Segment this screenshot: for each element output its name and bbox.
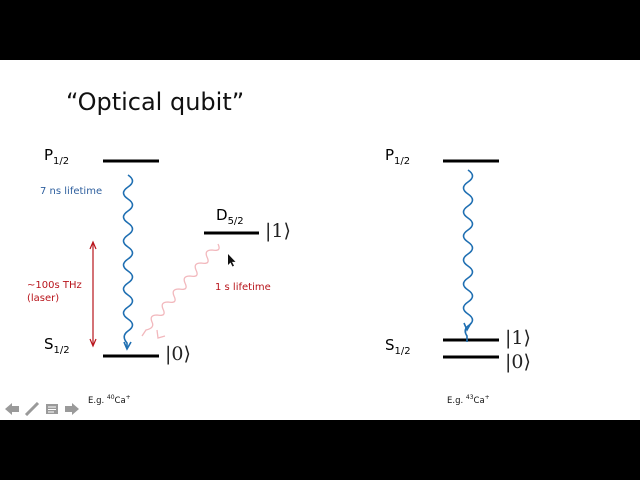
next-slide-icon[interactable] <box>64 402 80 416</box>
p-level-label-right: P1/2 <box>385 146 411 167</box>
s-level-label-right: S1/2 <box>385 336 411 357</box>
decay-wave-faint <box>141 243 220 337</box>
laser-frequency-label: ~100s THz(laser) <box>27 280 82 304</box>
mouse-cursor <box>228 254 236 267</box>
metastable-lifetime-label: 1 s lifetime <box>215 282 271 293</box>
decay-lifetime-label: 7 ns lifetime <box>40 186 103 197</box>
ket-zero-right: |0⟩ <box>505 351 531 373</box>
s-level-label-left: S1/2 <box>44 335 70 356</box>
energy-level-diagram <box>89 159 499 359</box>
example-ion-right: E.g. 43Ca+ <box>447 394 490 406</box>
previous-slide-icon[interactable] <box>4 402 20 416</box>
slide: “Optical qubit” P1/2 7 ns lifetime D5/2 … <box>0 60 640 420</box>
d-level-label: D5/2 <box>216 206 244 227</box>
ket-zero-left: |0⟩ <box>165 343 191 365</box>
p-level-label-left: P1/2 <box>44 146 70 167</box>
decay-wave-right <box>462 169 474 342</box>
ket-one-left: |1⟩ <box>265 220 291 242</box>
pen-icon[interactable] <box>24 401 40 417</box>
slide-title: “Optical qubit” <box>66 88 245 116</box>
presentation-controls <box>4 401 80 417</box>
example-ion-left: E.g. 40Ca+ <box>88 394 131 406</box>
decay-wave-left <box>122 174 134 347</box>
menu-icon[interactable] <box>44 402 60 416</box>
ket-one-right: |1⟩ <box>505 327 531 349</box>
